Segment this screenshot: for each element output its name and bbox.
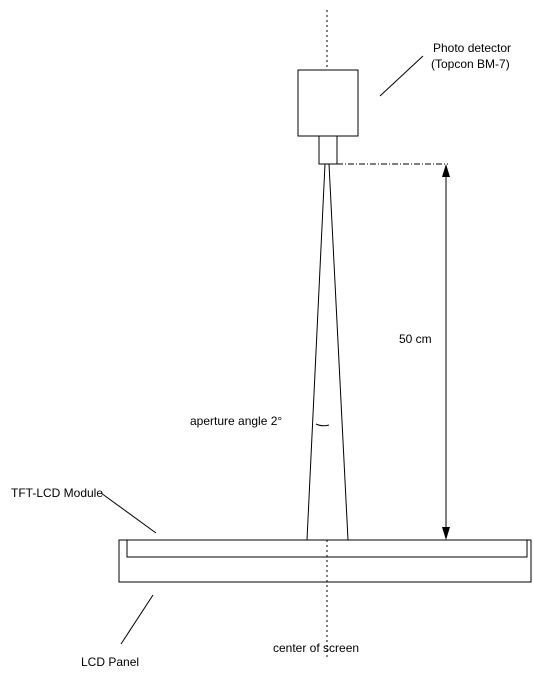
aperture-cone bbox=[306, 163, 349, 541]
tft-lcd-module bbox=[126, 539, 528, 558]
aperture-angle-arc bbox=[315, 423, 330, 427]
distance-arrowhead-top bbox=[442, 164, 450, 177]
photo-detector-label: Photo detector (Topcon BM-7) bbox=[431, 41, 514, 71]
distance-arrowhead-bottom bbox=[442, 527, 450, 540]
tft-lcd-module-label: TFT-LCD Module bbox=[11, 486, 103, 500]
aperture-angle-label: aperture angle 2° bbox=[190, 414, 282, 428]
tft-lcd-module-pointer bbox=[100, 492, 157, 534]
distance-label: 50 cm bbox=[399, 332, 432, 346]
lcd-panel-pointer bbox=[120, 594, 154, 645]
center-of-screen-label: center of screen bbox=[273, 641, 359, 655]
lcd-panel-label: LCD Panel bbox=[81, 655, 139, 669]
photo-detector-label-line2: (Topcon BM-7) bbox=[431, 57, 510, 71]
photo-detector-body bbox=[297, 69, 359, 137]
photo-detector-pointer bbox=[379, 55, 424, 97]
photo-detector-label-line1: Photo detector bbox=[433, 41, 511, 55]
photo-detector-lens bbox=[318, 135, 338, 165]
